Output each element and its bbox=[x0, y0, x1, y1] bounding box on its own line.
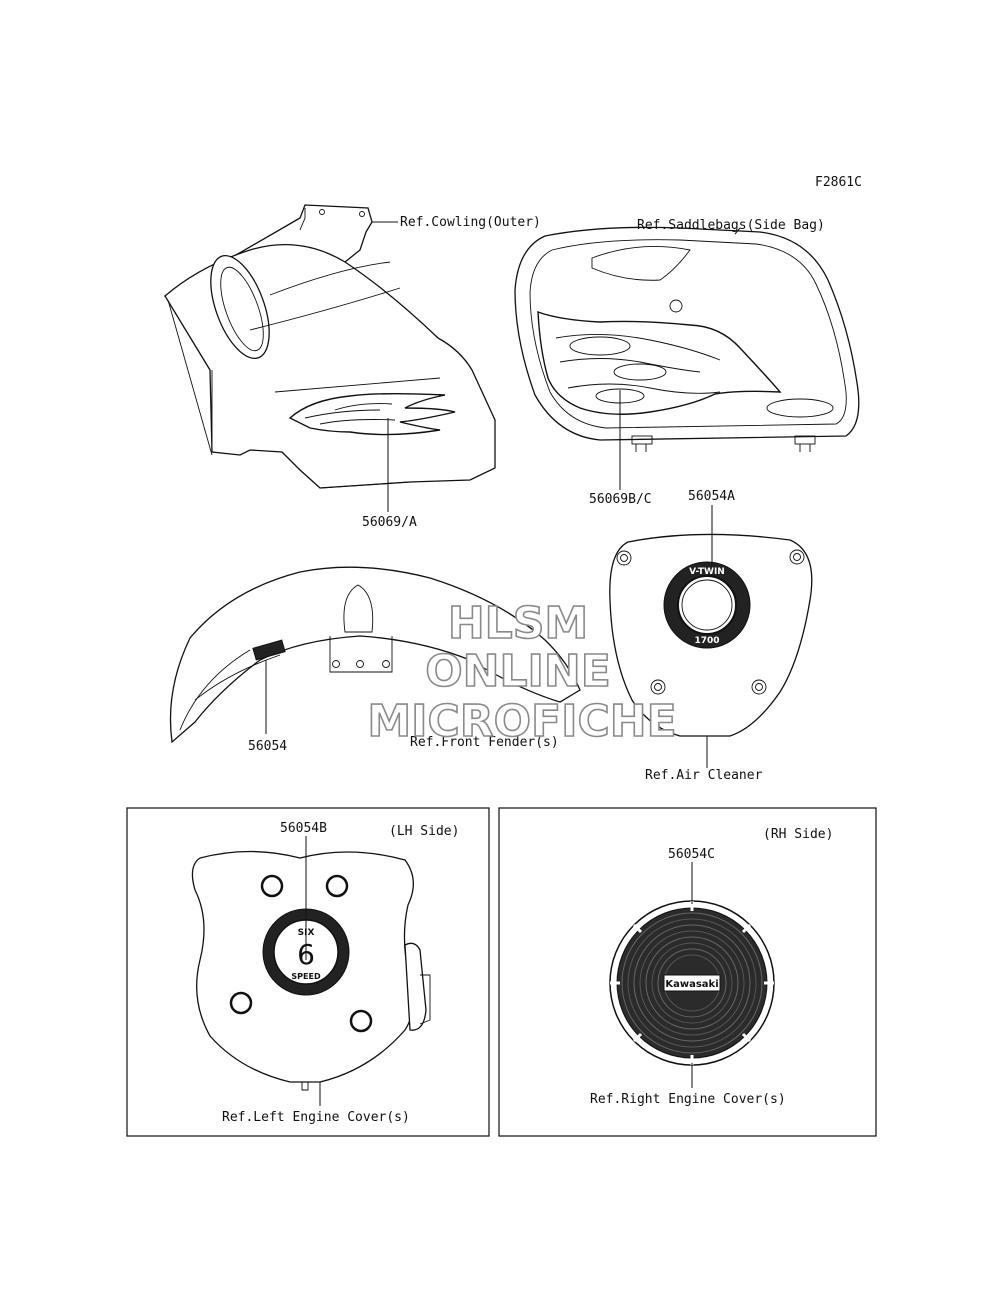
saddlebag-drawing bbox=[514, 226, 860, 452]
label-air-cleaner: Ref.Air Cleaner bbox=[645, 768, 763, 783]
label-front-fender: Ref.Front Fender(s) bbox=[410, 735, 559, 750]
emblem-six-bottom: SPEED bbox=[291, 972, 321, 981]
watermark-line3: MICROFICHE bbox=[367, 696, 676, 747]
label-56069bc: 56069B/C bbox=[589, 492, 652, 507]
lh-side-panel bbox=[126, 807, 490, 1137]
figure-code: F2861C bbox=[815, 175, 862, 190]
front-fender-drawing bbox=[169, 566, 581, 744]
watermark-line2: ONLINE bbox=[425, 646, 611, 697]
emblem-kawasaki: Kawasaki bbox=[665, 979, 718, 990]
label-left-engine-cover: Ref.Left Engine Cover(s) bbox=[222, 1110, 410, 1125]
leader-saddlebag bbox=[734, 227, 741, 235]
cowling-outer-drawing bbox=[163, 204, 496, 489]
watermark-line1: HLSM bbox=[448, 598, 588, 649]
label-56054b: 56054B bbox=[280, 821, 327, 836]
emblem-vtwin-top: V-TWIN bbox=[689, 567, 725, 577]
emblem-vtwin-bottom: 1700 bbox=[694, 636, 719, 646]
label-56054: 56054 bbox=[248, 739, 287, 754]
label-saddlebag: Ref.Saddlebags(Side Bag) bbox=[637, 218, 825, 233]
right-engine-cover-drawing bbox=[609, 900, 775, 1066]
label-56069a: 56069/A bbox=[362, 515, 417, 530]
label-rh-side: (RH Side) bbox=[763, 827, 833, 842]
air-cleaner-drawing bbox=[609, 533, 813, 737]
label-lh-side: (LH Side) bbox=[389, 824, 459, 839]
label-right-engine-cover: Ref.Right Engine Cover(s) bbox=[590, 1092, 786, 1107]
label-56054a: 56054A bbox=[688, 489, 735, 504]
rh-side-panel bbox=[498, 807, 877, 1137]
label-56054c: 56054C bbox=[668, 847, 715, 862]
label-cowling: Ref.Cowling(Outer) bbox=[400, 215, 541, 230]
